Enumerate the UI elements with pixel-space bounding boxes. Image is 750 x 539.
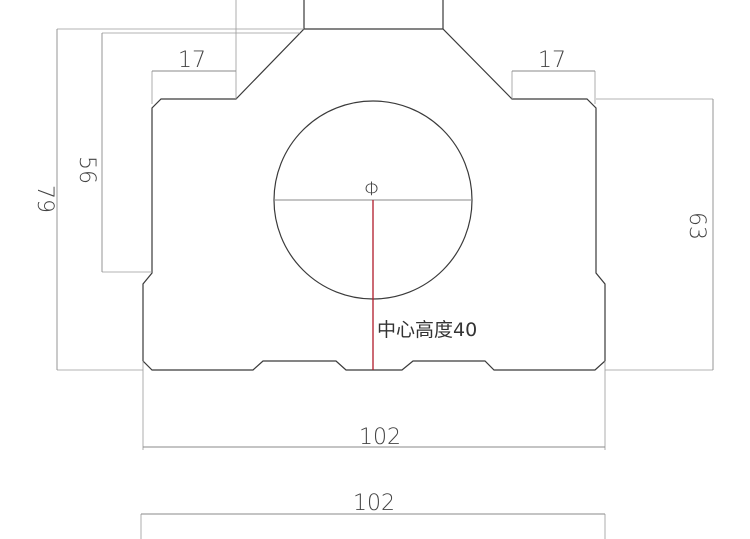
dim-label-inner-height: 56 [74,156,99,184]
dim-label-right-height: 63 [684,212,709,240]
part-outline [142,28,606,371]
diameter-symbol: Φ [364,178,380,200]
dim-label-top-right: 17 [538,48,566,73]
dim-label-overall-height: 79 [32,185,57,213]
dim-label-base-width: 102 [359,425,401,450]
center-height-label: 中心高度40 [377,319,477,341]
dim-label-base-width-secondary: 102 [353,491,395,516]
top-stub [303,0,444,29]
dim-label-top-left: 17 [178,48,206,73]
